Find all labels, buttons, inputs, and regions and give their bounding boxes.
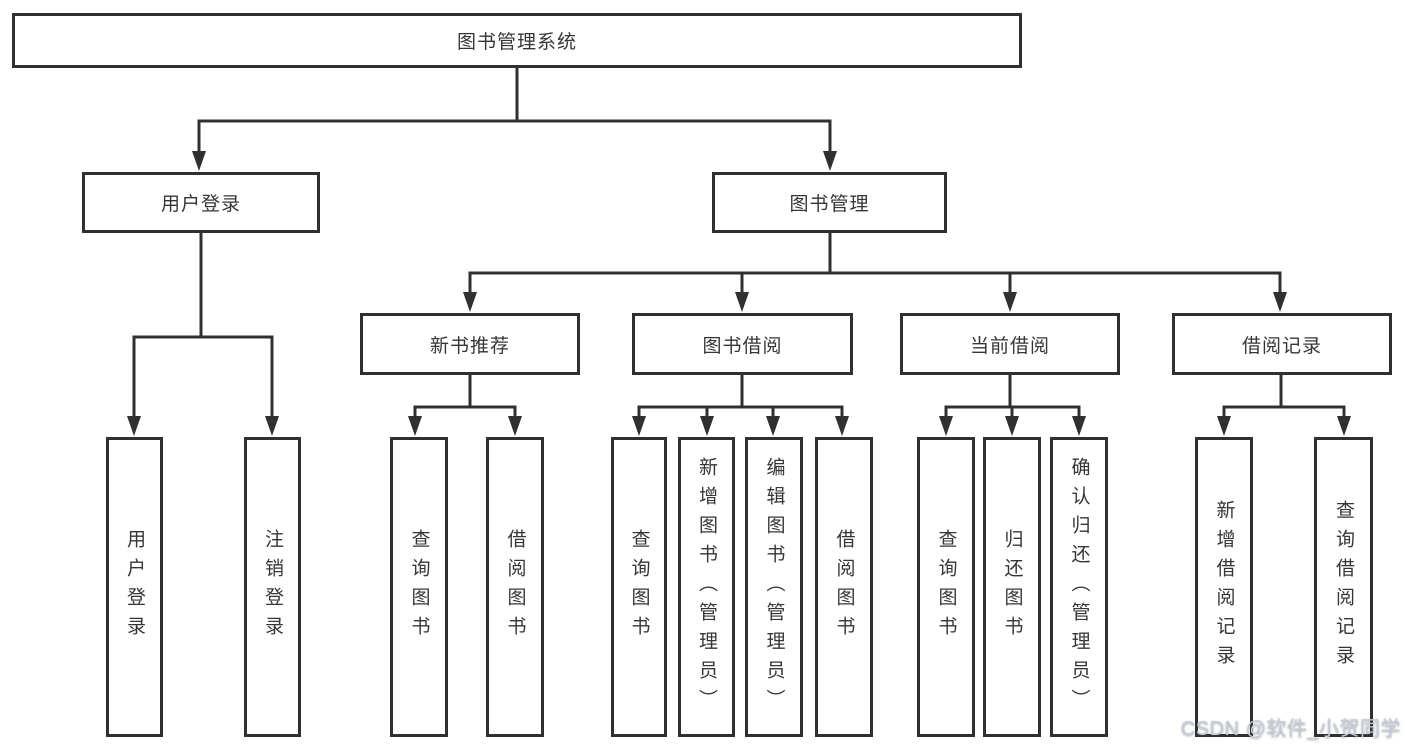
leaf-label: 查询图书 [408,529,430,645]
leaf-query-books-borrow: 查询图书 [611,437,667,737]
node-user-login: 用户登录 [82,172,320,233]
leaf-label: 新增图书（管理员） [696,456,717,718]
leaf-label: 确认归还（管理员） [1068,456,1090,718]
leaf-label: 查询借阅记录 [1333,500,1354,674]
leaf-label: 编辑图书（管理员） [763,456,785,718]
node-label: 新书推荐 [429,335,510,357]
leaf-query-books-recommend: 查询图书 [390,437,448,737]
leaf-label: 查询图书 [628,529,650,645]
leaf-edit-books-admin: 编辑图书（管理员） [745,437,803,737]
leaf-query-borrow-record: 查询借阅记录 [1314,437,1373,737]
node-borrow-records: 借阅记录 [1172,313,1392,375]
leaf-user-login: 用户登录 [106,437,163,737]
leaf-label: 借阅图书 [833,529,855,645]
leaf-label: 归还图书 [1001,529,1023,645]
leaf-label: 查询图书 [935,529,957,645]
leaf-label: 用户登录 [124,529,145,645]
leaf-label: 借阅图书 [504,529,526,645]
node-label: 用户登录 [160,194,241,215]
node-label: 图书管理系统 [456,32,577,53]
leaf-borrow-books: 借阅图书 [815,437,873,737]
node-book-management: 图书管理 [712,172,947,233]
node-current-borrow: 当前借阅 [900,313,1120,375]
node-new-book-recommend: 新书推荐 [360,313,580,375]
leaf-label: 新增借阅记录 [1213,500,1235,674]
leaf-query-books-current: 查询图书 [917,437,975,737]
leaf-add-books-admin: 新增图书（管理员） [678,437,735,737]
leaf-add-borrow-record: 新增借阅记录 [1195,437,1253,737]
node-label: 图书管理 [789,194,870,215]
leaf-return-books: 归还图书 [983,437,1041,737]
leaf-confirm-return-admin: 确认归还（管理员） [1050,437,1108,737]
leaf-borrow-books-recommend: 借阅图书 [486,437,544,737]
leaf-label: 注销登录 [262,529,283,645]
node-book-borrow: 图书借阅 [632,313,853,375]
arrowhead-group [127,151,1351,436]
node-label: 当前借阅 [969,335,1050,357]
node-library-management-system: 图书管理系统 [12,13,1022,68]
node-label: 图书借阅 [702,335,783,357]
watermark: CSDN @软件_小贺同学 [1180,718,1401,740]
node-label: 借阅记录 [1241,335,1322,357]
leaf-logout: 注销登录 [244,437,301,737]
